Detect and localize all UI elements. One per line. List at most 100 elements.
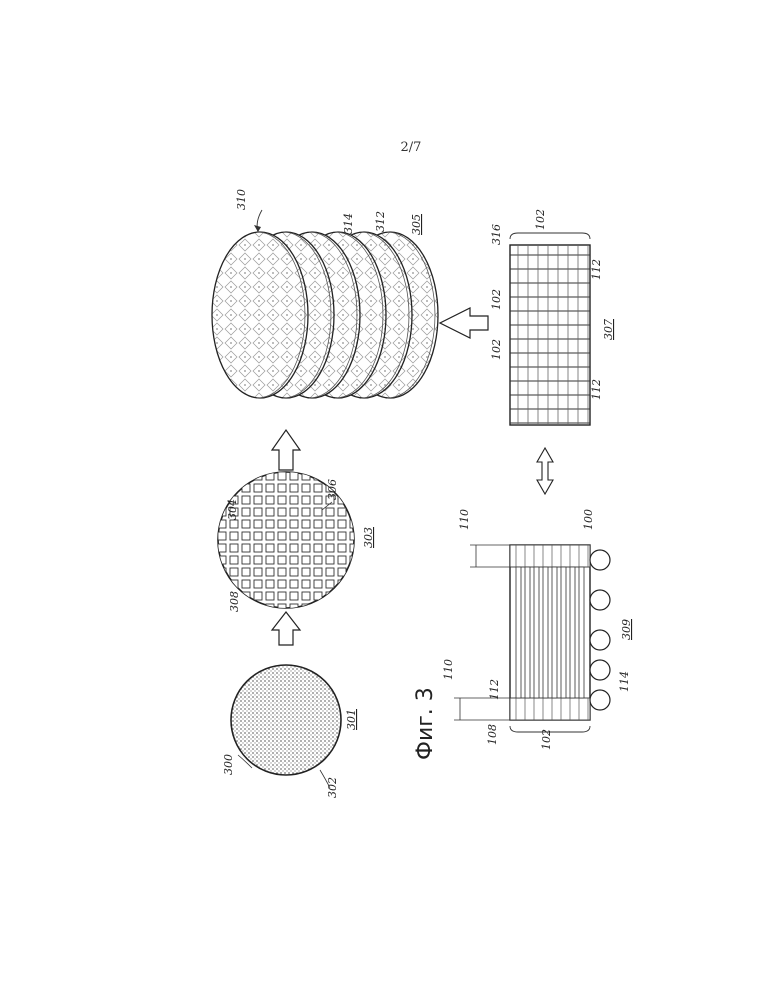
device-channel xyxy=(552,567,557,698)
wafer-cell xyxy=(314,508,322,516)
label-308: 308 xyxy=(228,591,241,612)
wafer-cell xyxy=(302,532,310,540)
wafer-cell xyxy=(302,580,310,588)
label-108: 108 xyxy=(486,724,499,745)
wafer-cell xyxy=(242,484,250,492)
wafer-cell xyxy=(338,544,346,552)
wafer-cell xyxy=(278,580,286,588)
bump-114 xyxy=(590,630,610,650)
label-112-c: 112 xyxy=(488,679,501,700)
wafer-cell xyxy=(266,556,274,564)
wafer-cell xyxy=(278,496,286,504)
wafer-cell xyxy=(350,568,358,576)
label-307: 307 xyxy=(602,319,615,340)
wafer-cell xyxy=(290,556,298,564)
wafer-cell xyxy=(278,556,286,564)
wafer-cell xyxy=(290,568,298,576)
wafer-cell xyxy=(314,568,322,576)
wafer-cell xyxy=(302,568,310,576)
wafer-cell xyxy=(230,568,238,576)
wafer-cell xyxy=(338,592,346,600)
sliced-stack-307 xyxy=(510,233,590,425)
wafer-cell xyxy=(290,544,298,552)
wafer-cell xyxy=(278,592,286,600)
label-310: 310 xyxy=(235,189,248,210)
wafer-cell xyxy=(230,544,238,552)
wafer-cell xyxy=(290,592,298,600)
wafer-cell xyxy=(218,604,226,612)
wafer-cell xyxy=(278,520,286,528)
wafer-cell xyxy=(290,472,298,480)
wafer-cell xyxy=(338,520,346,528)
bracket-102 xyxy=(510,233,590,239)
wafer-cell xyxy=(326,532,334,540)
device-cap-top xyxy=(510,545,590,567)
wafer-cell xyxy=(254,568,262,576)
wafer-cell xyxy=(350,484,358,492)
wafer-cell xyxy=(314,604,322,612)
wafer-cell xyxy=(242,544,250,552)
wafer-cell xyxy=(218,496,226,504)
label-102-c: 102 xyxy=(490,339,503,360)
wafer-cell xyxy=(302,544,310,552)
wafer-cell xyxy=(230,520,238,528)
wafer-cell xyxy=(350,496,358,504)
wafer-cell xyxy=(290,484,298,492)
bump-114 xyxy=(590,660,610,680)
device-outline xyxy=(510,545,590,720)
wafer-cell xyxy=(326,544,334,552)
label-300: 300 xyxy=(222,754,235,775)
wafer-cell xyxy=(230,472,238,480)
device-channel xyxy=(543,567,548,698)
wafer-cell xyxy=(266,580,274,588)
wafer-cell xyxy=(278,568,286,576)
wafer-cell xyxy=(338,556,346,564)
bump-114 xyxy=(590,550,610,570)
wafer-cell xyxy=(338,484,346,492)
wafer-cell xyxy=(314,520,322,528)
wafer-cell xyxy=(254,532,262,540)
label-312: 312 xyxy=(374,211,387,232)
arrow-307-309 xyxy=(537,448,553,494)
wafer-301 xyxy=(231,665,341,775)
wafer-cell xyxy=(242,604,250,612)
wafer-cell xyxy=(302,520,310,528)
wafer-cell xyxy=(302,484,310,492)
wafer-cell xyxy=(242,520,250,528)
device-channel xyxy=(516,567,521,698)
wafer-cell xyxy=(338,580,346,588)
label-114: 114 xyxy=(618,671,631,692)
device-channel xyxy=(534,567,539,698)
device-channel xyxy=(579,567,584,698)
label-306: 306 xyxy=(326,479,339,500)
wafer-cell xyxy=(314,472,322,480)
device-309 xyxy=(454,545,610,732)
wafer-stack-305 xyxy=(212,232,438,398)
wafer-cell xyxy=(338,472,346,480)
label-304: 304 xyxy=(226,499,239,520)
wafer-cell xyxy=(302,556,310,564)
wafer-cell xyxy=(218,580,226,588)
wafer-cell xyxy=(278,508,286,516)
wafer-cell xyxy=(302,508,310,516)
wafer-cell xyxy=(338,508,346,516)
wafer-cell xyxy=(314,580,322,588)
wafer-cell xyxy=(326,472,334,480)
wafer-cell xyxy=(218,484,226,492)
wafer-cell xyxy=(218,568,226,576)
wafer-cell xyxy=(326,520,334,528)
label-102-a: 102 xyxy=(534,209,547,230)
label-112-a: 112 xyxy=(590,259,603,280)
wafer-cell xyxy=(266,520,274,528)
wafer-cell xyxy=(278,484,286,492)
wafer-cell xyxy=(326,604,334,612)
wafer-cell xyxy=(350,520,358,528)
wafer-cell xyxy=(290,532,298,540)
wafer-cell xyxy=(218,556,226,564)
arrow-301-to-303 xyxy=(272,612,300,645)
wafer-cell xyxy=(314,544,322,552)
wafer-cell xyxy=(326,508,334,516)
wafer-cell xyxy=(230,556,238,564)
wafer-cell xyxy=(218,532,226,540)
